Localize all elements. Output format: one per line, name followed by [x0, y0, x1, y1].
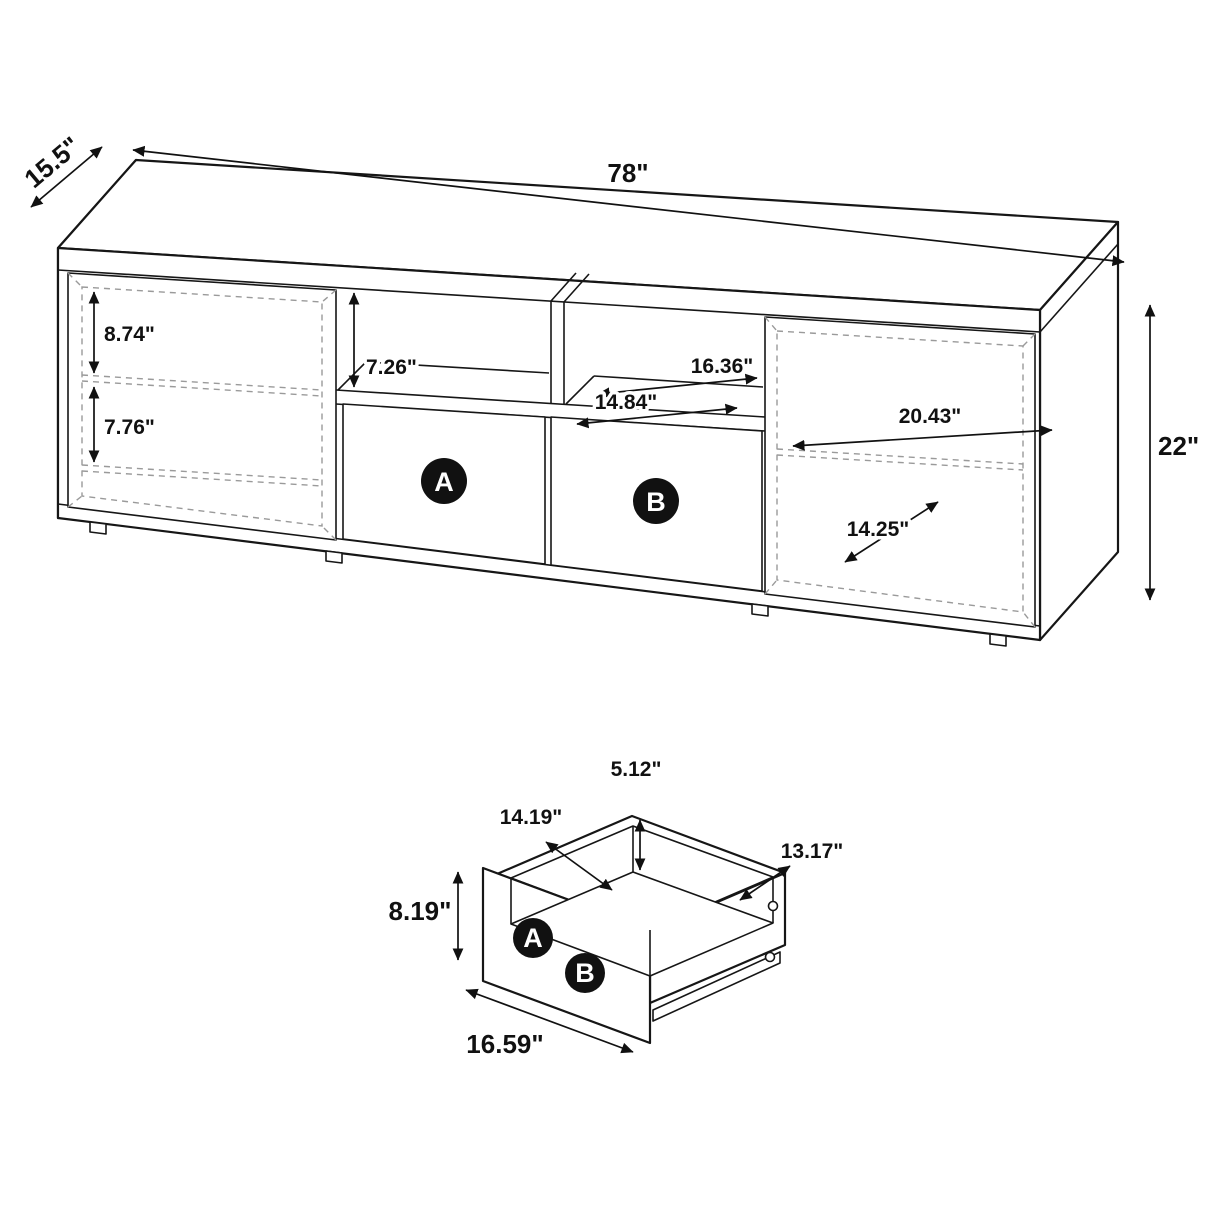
left-door-inner-frame — [81, 286, 323, 527]
stand-foot — [751, 603, 769, 617]
depth-label: 15.5" — [18, 130, 85, 193]
dim-drawer-side-depth: 13.17" — [739, 837, 847, 901]
tv-stand-diagram: A B 15.5" 78" 22" 8.74" 7.76" 7.26" — [15, 127, 1203, 647]
dim-drawer-front-height: 8.19" — [385, 871, 464, 961]
right-door-miter — [764, 316, 778, 332]
dim-left-shelf-upper: 8.74" — [88, 291, 158, 374]
right-compartment-diagonal-arrow — [844, 501, 939, 563]
drawer-side-depth-label: 13.17" — [781, 840, 844, 863]
drawer-detail-b-letter: B — [575, 958, 595, 988]
right-compartment-width-arrow — [792, 425, 1053, 451]
right-cubby-floor-depth — [565, 375, 595, 405]
drawer-side-depth-arrow — [739, 865, 791, 901]
drawer-glide-rail — [652, 951, 781, 1022]
dim-cubby-left-width: 14.84" — [576, 388, 738, 429]
drawer-a-letter: A — [434, 467, 454, 497]
dim-width: 78" — [132, 145, 1125, 267]
cubby-left-width-arrow — [576, 403, 738, 429]
drawer-b-letter: B — [646, 487, 666, 517]
stand-foot — [89, 521, 107, 535]
left-cubby-floor-back — [365, 361, 550, 374]
drawer-detail-b-badge — [565, 953, 605, 993]
width-label: 78" — [607, 158, 648, 188]
width-arrow — [132, 145, 1125, 267]
top-board-edge — [57, 269, 1041, 333]
drawer-front-height-label: 8.19" — [389, 896, 452, 926]
drawer-front-width-arrow — [465, 988, 634, 1054]
drawer-front-width-label: 16.59" — [466, 1029, 543, 1059]
right-door-miter — [1022, 611, 1036, 628]
right-compartment-width-label: 20.43" — [899, 405, 962, 428]
cubby-divider-depth — [563, 273, 590, 303]
left-door-miter — [321, 289, 337, 303]
dim-cubby-height: 7.26" — [348, 292, 420, 388]
depth-arrow — [30, 146, 103, 208]
drawer-b-badge — [633, 478, 679, 524]
left-door-shelf1-thickness — [81, 380, 323, 397]
right-door — [764, 316, 1036, 628]
stand-foot — [325, 550, 343, 564]
stand-foot — [989, 633, 1007, 647]
left-door — [67, 272, 337, 541]
drawer-inner-height-label: 5.12" — [611, 758, 662, 781]
drawer-inner-depth-label: 14.19" — [500, 806, 563, 829]
drawer-screw — [764, 951, 776, 963]
left-door-miter — [67, 495, 83, 508]
left-door-shelf2-thickness — [81, 470, 323, 487]
cubby-right-width-label: 16.36" — [691, 355, 754, 378]
left-door-miter — [67, 272, 83, 288]
dim-drawer-inner-height: 5.12" — [607, 755, 665, 871]
drawer-detail-a-letter: A — [523, 923, 543, 953]
cubby-right-width-arrow — [597, 373, 758, 399]
cubby-height-label: 7.26" — [366, 356, 417, 379]
right-door-shelf — [776, 448, 1024, 465]
dim-height: 22" — [1144, 304, 1203, 601]
cubby-left-width-label: 14.84" — [595, 391, 658, 414]
left-door-shelf1 — [81, 374, 323, 391]
left-shelf-upper-label: 8.74" — [104, 323, 155, 346]
dim-left-shelf-lower: 7.76" — [88, 386, 158, 463]
dim-right-compartment-diagonal: 14.25" — [843, 501, 939, 563]
right-compartment-diagonal-label: 14.25" — [847, 518, 910, 541]
left-shelf-lower-label: 7.76" — [104, 416, 155, 439]
drawer-detail-diagram: A B 5.12" 14.19" 13.17" 8.19" 16.59" — [385, 755, 847, 1063]
drawer-detail-a-badge — [513, 918, 553, 958]
left-door-shelf2 — [81, 464, 323, 481]
dim-depth: 15.5" — [15, 127, 103, 208]
left-door-miter — [321, 525, 337, 541]
dim-cubby-right-width: 16.36" — [597, 352, 758, 399]
right-door-miter — [764, 579, 778, 595]
dim-drawer-front-width: 16.59" — [463, 988, 634, 1063]
drawer-screw — [767, 900, 779, 912]
dim-right-compartment-width: 20.43" — [792, 402, 1053, 451]
drawer-inner-depth-arrow — [545, 841, 613, 891]
drawer-a-badge — [421, 458, 467, 504]
cubby-divider-depth — [550, 272, 577, 302]
right-door-shelf-thickness — [776, 454, 1024, 471]
height-label: 22" — [1158, 431, 1199, 461]
dim-drawer-inner-depth: 14.19" — [496, 803, 613, 891]
right-door-miter — [1022, 333, 1036, 347]
